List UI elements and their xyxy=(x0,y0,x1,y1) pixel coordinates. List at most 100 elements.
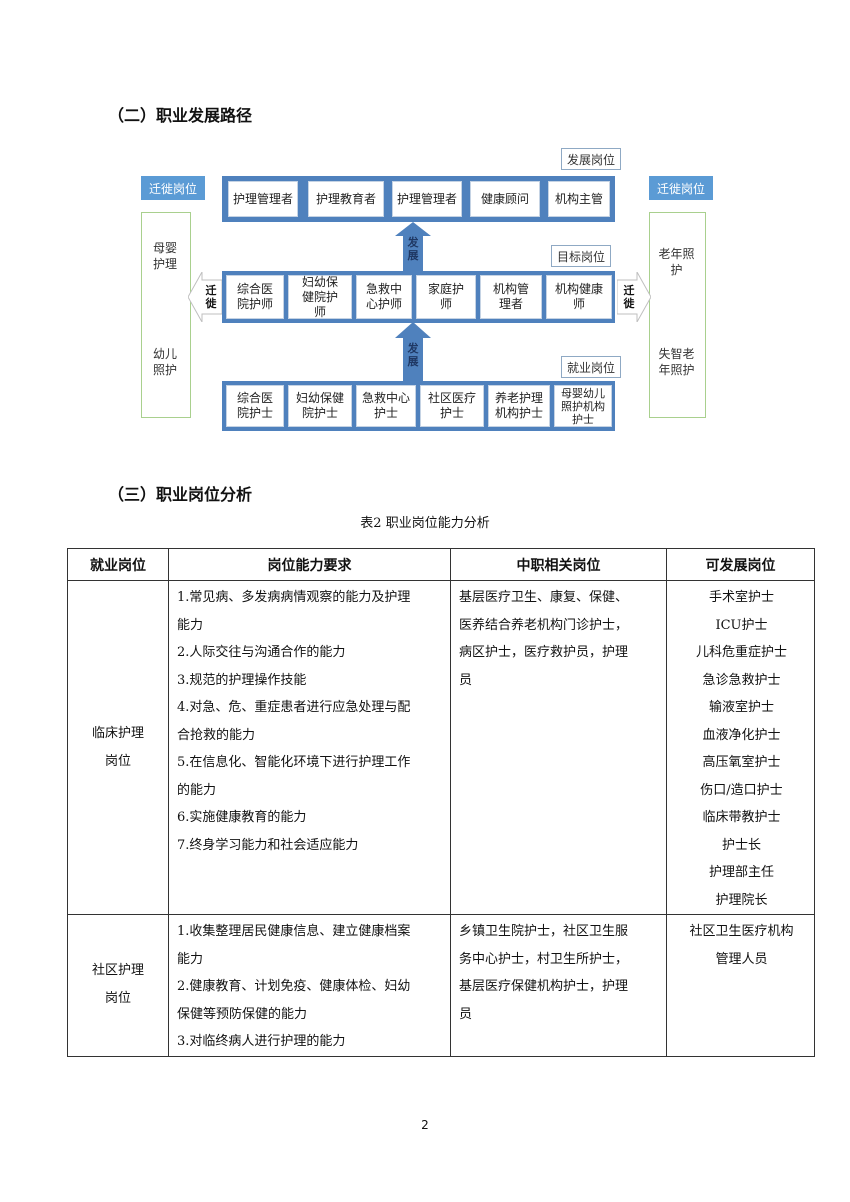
mid-cell-4: 家庭护师 xyxy=(416,275,476,319)
bottom-cell-3: 急救中心护士 xyxy=(356,385,416,427)
page-number: 2 xyxy=(421,1118,429,1132)
text-line: 护 xyxy=(670,263,683,277)
related-posts-cell: 基层医疗卫生、康复、保健、医养结合养老机构门诊护士，病区护士，医疗救护员，护理员 xyxy=(450,580,667,915)
header-ability-requirements: 岗位能力要求 xyxy=(168,548,451,581)
migration-header-right: 迁徙岗位 xyxy=(649,176,713,200)
cell-line: 护士长 xyxy=(721,837,761,853)
migrate-left-label: 迁徙 xyxy=(204,284,218,310)
text-line: 照护机构 xyxy=(561,399,605,413)
top-cell-3: 护理管理者 xyxy=(392,181,462,217)
cell-line: 5.在信息化、智能化环境下进行护理工作 xyxy=(177,755,411,770)
cell-line: 基层医疗保健机构护士，护理 xyxy=(459,979,629,994)
develop-upper-arrow-icon xyxy=(395,222,431,272)
text-line: 老年照 xyxy=(658,247,695,261)
text-line: 护理管理者 xyxy=(396,191,457,206)
top-cell-4: 健康顾问 xyxy=(470,181,540,217)
text-line: 护士 xyxy=(373,406,398,420)
text-line: 展 xyxy=(407,355,419,368)
text-line: 师 xyxy=(572,297,585,311)
position-analysis-table: 就业岗位 岗位能力要求 中职相关岗位 可发展岗位 临床护理岗位 1.常见病、多发… xyxy=(67,548,815,1057)
cell-line: 护理院长 xyxy=(715,892,768,908)
text-line: 母婴 xyxy=(152,241,177,255)
text-line: 理者 xyxy=(498,297,523,311)
development-posts-cell: 社区卫生医疗机构管理人员 xyxy=(666,914,815,1057)
section-heading-career-path: （二）职业发展路径 xyxy=(108,106,253,125)
develop-lower-arrow-icon xyxy=(395,322,431,382)
top-cell-5: 机构主管 xyxy=(548,181,610,217)
migration-right-item-2: 失智老年照护 xyxy=(649,346,704,378)
text-line: 家庭护 xyxy=(427,282,464,296)
text-line: 机构管 xyxy=(492,282,529,296)
text-line: 社区医疗 xyxy=(427,391,476,405)
cell-line: 血液净化护士 xyxy=(702,727,781,743)
text-line: 院护师 xyxy=(236,297,273,311)
migration-left-item-2: 幼儿照护 xyxy=(141,346,189,378)
cell-line: 手术室护士 xyxy=(708,590,774,605)
migration-header-left: 迁徙岗位 xyxy=(141,176,205,200)
cell-line: 4.对急、危、重症患者进行应急处理与配 xyxy=(177,700,411,715)
bottom-cell-5: 养老护理机构护士 xyxy=(488,385,550,427)
cell-line: 1.常见病、多发病病情观察的能力及护理 xyxy=(177,590,411,605)
cell-line: 病区护士，医疗救护员，护理 xyxy=(459,645,629,660)
text-line: 失智老 xyxy=(658,347,695,361)
cell-line: 输液室护士 xyxy=(708,700,774,715)
cell-line: 保健等预防保健的能力 xyxy=(177,1006,308,1022)
text-line: 发 xyxy=(407,342,419,355)
tag-employment: 就业岗位 xyxy=(561,356,621,378)
cell-line: 儿科危重症护士 xyxy=(695,645,787,660)
tag-target: 目标岗位 xyxy=(551,245,611,267)
mid-cell-2: 妇幼保健院护师 xyxy=(288,275,352,319)
text-line: 妇幼保 xyxy=(301,274,338,289)
text-line: 院护士 xyxy=(236,406,273,420)
header-related-posts: 中职相关岗位 xyxy=(450,548,667,581)
text-line: 护理管理者 xyxy=(232,191,293,206)
text-line: 机构主管 xyxy=(554,191,603,206)
text-line: 母婴幼儿 xyxy=(561,386,605,400)
text-line: 照护 xyxy=(152,363,177,377)
migration-box-right xyxy=(649,212,706,418)
mid-cell-1: 综合医院护师 xyxy=(226,275,284,319)
text-line: 师 xyxy=(439,297,452,311)
cell-line: ICU护士 xyxy=(715,617,768,633)
top-cell-2: 护理教育者 xyxy=(308,181,384,217)
cell-line: 社区卫生医疗机构 xyxy=(689,924,794,939)
text-line: 心护师 xyxy=(365,297,402,311)
section-heading-position-analysis: （三）职业岗位分析 xyxy=(108,485,253,504)
text-line: 综合医 xyxy=(236,282,273,296)
cell-line: 的能力 xyxy=(177,782,217,798)
migration-left-item-1: 母婴护理 xyxy=(141,240,189,272)
cell-line: 2.人际交往与沟通合作的能力 xyxy=(177,645,346,660)
text-line: 临床护理 xyxy=(91,725,144,741)
tag-development: 发展岗位 xyxy=(561,148,621,170)
cell-line: 务中心护士，村卫生所护士， xyxy=(459,951,629,967)
text-line: 师 xyxy=(313,304,326,319)
text-line: 徙 xyxy=(623,297,635,310)
text-line: 发 xyxy=(407,236,419,249)
table-header-row: 就业岗位 岗位能力要求 中职相关岗位 可发展岗位 xyxy=(67,548,815,581)
cell-line: 伤口/造口护士 xyxy=(700,782,783,798)
cell-line: 3.规范的护理操作技能 xyxy=(177,672,307,688)
text-line: 妇幼保健 xyxy=(295,391,344,405)
text-line: 急救中心 xyxy=(361,391,410,405)
cell-line: 医养结合养老机构门诊护士， xyxy=(459,617,629,633)
mid-cell-3: 急救中心护师 xyxy=(356,275,412,319)
requirements-cell: 1.常见病、多发病病情观察的能力及护理能力 2.人际交往与沟通合作的能力 3.规范的… xyxy=(168,580,451,915)
cell-line: 6.实施健康教育的能力 xyxy=(177,810,307,825)
develop-lower-label: 发展 xyxy=(406,342,420,368)
cell-line: 管理人员 xyxy=(715,951,768,967)
text-line: 养老护理 xyxy=(494,391,543,405)
text-line: 年照护 xyxy=(658,363,695,377)
cell-line: 基层医疗卫生、康复、保健、 xyxy=(459,590,629,605)
cell-line: 1.收集整理居民健康信息、建立健康档案 xyxy=(177,924,411,939)
bottom-cell-2: 妇幼保健院护士 xyxy=(288,385,352,427)
migrate-left-arrow-icon xyxy=(188,272,222,322)
bottom-cell-1: 综合医院护士 xyxy=(226,385,284,427)
cell-line: 能力 xyxy=(177,617,204,633)
text-line: 幼儿 xyxy=(152,347,177,361)
cell-line: 高压氧室护士 xyxy=(702,755,781,770)
mid-cell-6: 机构健康师 xyxy=(546,275,612,319)
